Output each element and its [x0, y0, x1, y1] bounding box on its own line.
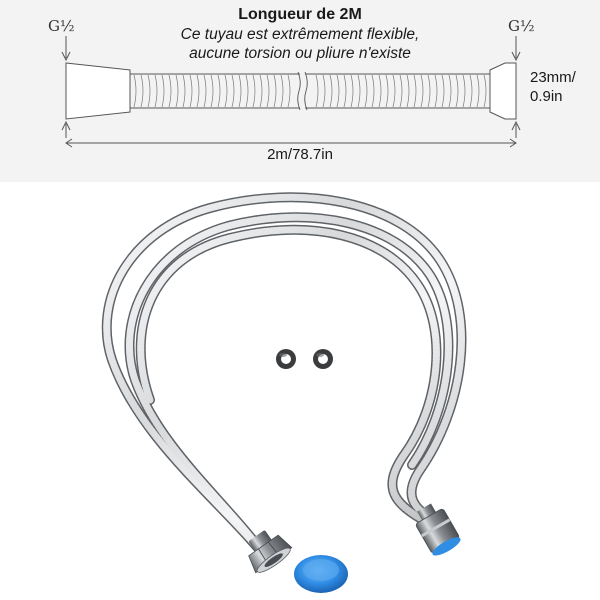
spec-description-line-1: Ce tuyau est extrêmement flexible,	[180, 26, 420, 43]
left-fitting-outline	[65, 62, 131, 120]
left-thread-leader	[61, 36, 71, 62]
hex-nut-fitting	[248, 530, 293, 574]
right-fitting-outline	[489, 62, 517, 120]
left-thread-size: G½	[48, 17, 75, 35]
rubber-washer	[276, 349, 296, 369]
hose-body-outline	[130, 73, 490, 109]
hose-dimension-diagram	[61, 36, 521, 148]
diameter-in: 0.9in	[530, 88, 563, 105]
length-dimension-line	[65, 138, 517, 148]
right-thread-leader-lower	[511, 120, 521, 138]
right-thread-size: G½	[508, 17, 535, 35]
break-mark	[304, 71, 308, 111]
blue-protective-cap	[294, 555, 348, 593]
coiled-hose	[101, 192, 467, 565]
spec-title: Longueur de 2M	[238, 6, 362, 23]
left-thread-leader-lower	[61, 120, 71, 138]
conical-fitting	[415, 503, 461, 556]
spec-description-line-2: aucune torsion ou pliure n'existe	[189, 45, 411, 62]
diameter-label: 23mm/ 0.9in	[530, 68, 576, 106]
rubber-washer	[313, 349, 333, 369]
hose-corrugations	[133, 74, 487, 108]
right-thread-leader	[511, 36, 521, 62]
diameter-mm: 23mm/	[530, 69, 576, 86]
break-mark	[297, 71, 301, 111]
length-label: 2m/78.7in	[267, 146, 333, 163]
